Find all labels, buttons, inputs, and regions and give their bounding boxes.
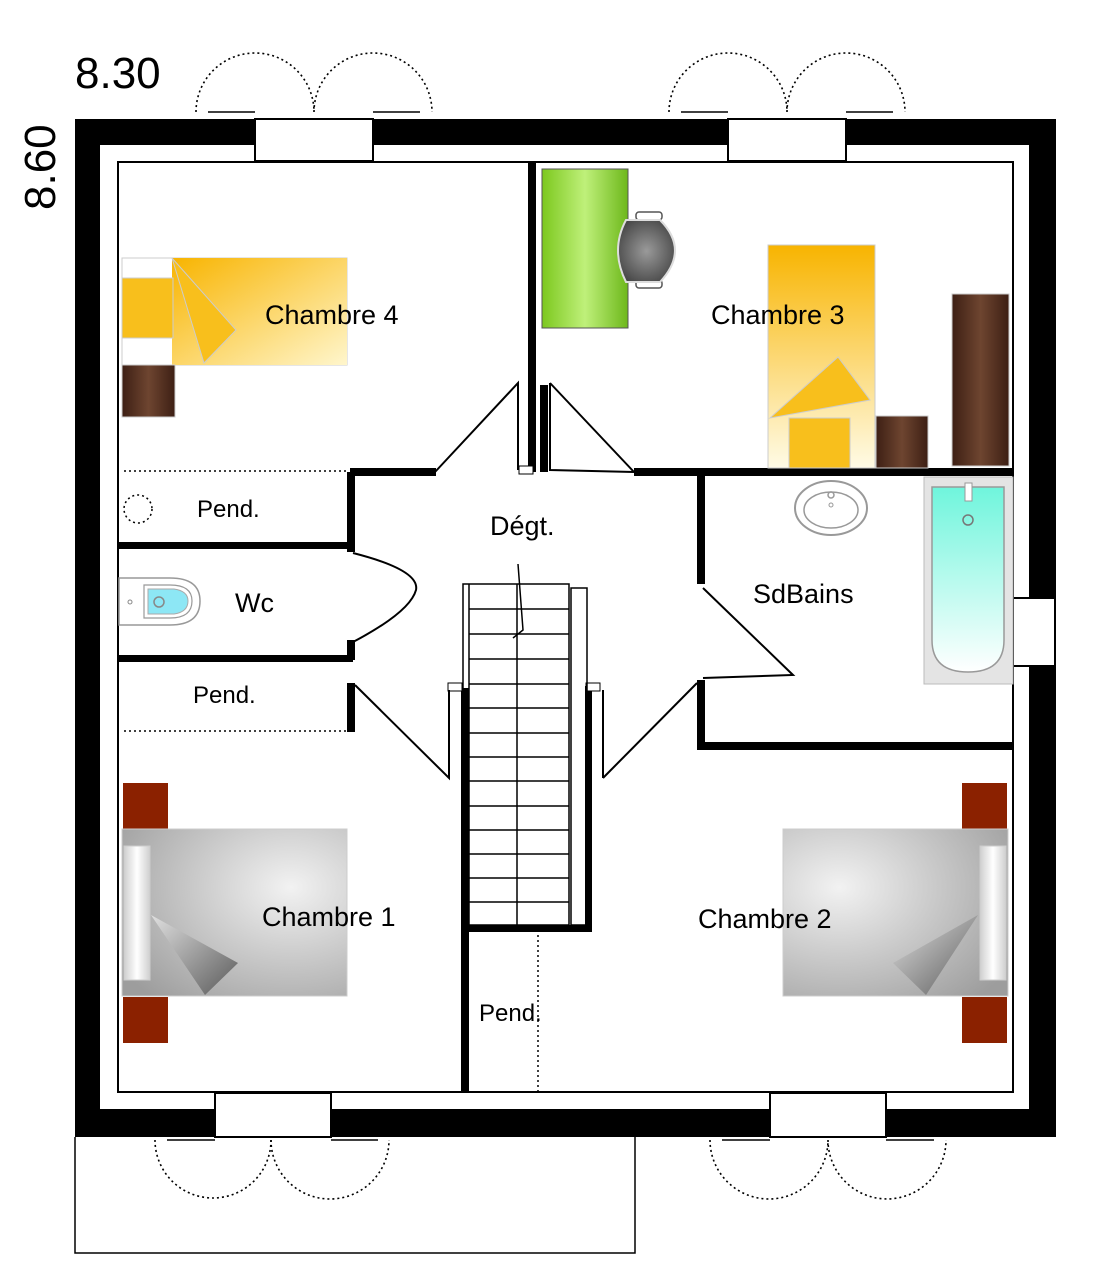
- wardrobe-chambre3: [951, 293, 1010, 467]
- door-chambre3: [549, 383, 635, 473]
- room-label-wc: Wc: [235, 588, 274, 618]
- door-chambre2: [602, 682, 698, 779]
- wall-ch4-ch3: [528, 162, 536, 472]
- wall-wc-bottom: [118, 655, 353, 662]
- room-label-penderie-bas: Pend.: [193, 682, 256, 709]
- toilet-icon: [118, 577, 201, 626]
- bed-chambre1: [121, 828, 348, 997]
- interior-walls: [118, 162, 1014, 1092]
- sink-icon: [794, 480, 868, 536]
- desk-chambre3: [541, 168, 629, 329]
- chambre1-furniture: [121, 783, 348, 1043]
- door-wc: [352, 552, 418, 643]
- nightstand-chambre1-bottom: [123, 997, 168, 1043]
- room-label-chambre2: Chambre 2: [698, 904, 832, 934]
- wardrobe-lines: [123, 470, 539, 1092]
- balcony-outline: [74, 1137, 636, 1254]
- door-chambre1: [354, 684, 450, 781]
- chambre4-furniture: [121, 257, 348, 418]
- wall-sdbains-bottom: [697, 742, 1014, 750]
- room-label-penderie-escalier: Pend.: [479, 1000, 542, 1027]
- nightstand-chambre2-top: [962, 783, 1007, 829]
- staircase: [462, 563, 588, 926]
- window-chambre4: [254, 118, 374, 162]
- windows: [214, 118, 1056, 1138]
- shutter-swings: [154, 52, 947, 1200]
- window-chambre3: [727, 118, 847, 162]
- depth-dimension: 8.60: [16, 124, 65, 210]
- sdbains-furniture: [794, 476, 1014, 685]
- shutter-leaves: [167, 111, 934, 1141]
- bathtub-icon: [923, 476, 1014, 685]
- width-dimension: 8.30: [75, 49, 161, 98]
- door-chambre4: [434, 380, 519, 473]
- window-chambre1: [214, 1092, 332, 1138]
- room-label-chambre4: Chambre 4: [265, 300, 399, 330]
- chambre2-furniture: [782, 783, 1009, 1043]
- room-label-penderie-haut: Pend.: [197, 496, 260, 523]
- room-label-chambre3: Chambre 3: [711, 300, 845, 330]
- room-label-chambre1: Chambre 1: [262, 902, 396, 932]
- nightstand-chambre4: [121, 364, 176, 418]
- window-sdbains: [1012, 597, 1056, 667]
- pillow-chambre4: [121, 277, 174, 339]
- nightstand-chambre2-bottom: [962, 997, 1007, 1043]
- window-chambre2: [769, 1092, 887, 1138]
- doors: [352, 380, 796, 781]
- nightstand-chambre1-top: [123, 783, 168, 829]
- nightstand-chambre3: [875, 415, 929, 469]
- bed-chambre2: [782, 828, 1009, 997]
- room-label-degagement: Dégt.: [490, 511, 555, 541]
- chair-icon: [617, 211, 676, 289]
- chambre3-furniture: [541, 168, 1010, 469]
- room-label-sdbains: SdBains: [753, 579, 854, 609]
- door-sdbains: [702, 587, 796, 679]
- wall-wc-top: [118, 542, 353, 549]
- pillow-chambre3: [788, 417, 851, 469]
